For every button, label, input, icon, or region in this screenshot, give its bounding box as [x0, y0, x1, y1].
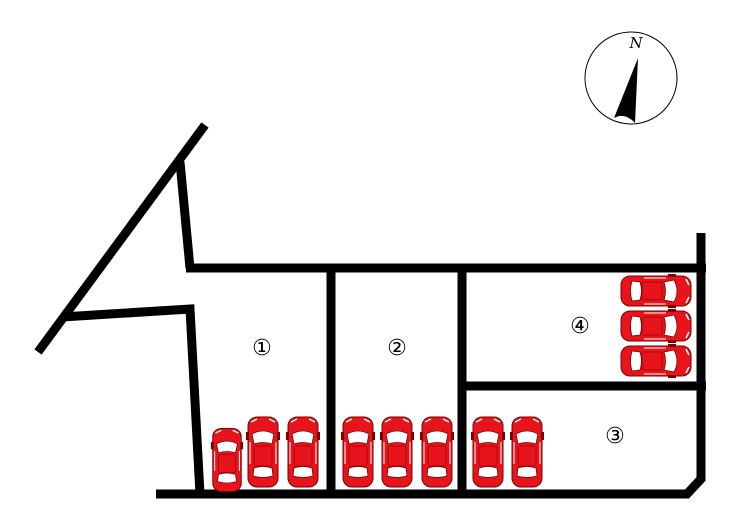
car-icon: [379, 416, 415, 488]
lot-4-label: ④: [570, 314, 590, 339]
car-icon: [340, 416, 376, 488]
bottom-boundary: [156, 233, 706, 499]
lot-labels: ① ② ④ ③: [252, 314, 625, 449]
compass: N: [584, 31, 678, 125]
road-edge-inner: [175, 161, 195, 269]
car-icon: [470, 416, 506, 488]
car-icon: [620, 308, 692, 344]
lot-2-label: ②: [387, 336, 407, 361]
site-walls: [34, 122, 706, 499]
car-icon: [509, 416, 545, 488]
car-icon: [210, 427, 244, 493]
lot-1-label: ①: [252, 336, 272, 361]
north-arrow-icon: [614, 58, 638, 123]
car-icon: [285, 416, 321, 488]
left-boundary: [61, 304, 205, 495]
car-icon: [620, 273, 692, 309]
car-icon: [419, 416, 455, 488]
compass-north-label: N: [628, 34, 643, 52]
car-icon: [245, 416, 281, 488]
lot-3-label: ③: [605, 424, 625, 449]
car-icon: [620, 343, 692, 379]
